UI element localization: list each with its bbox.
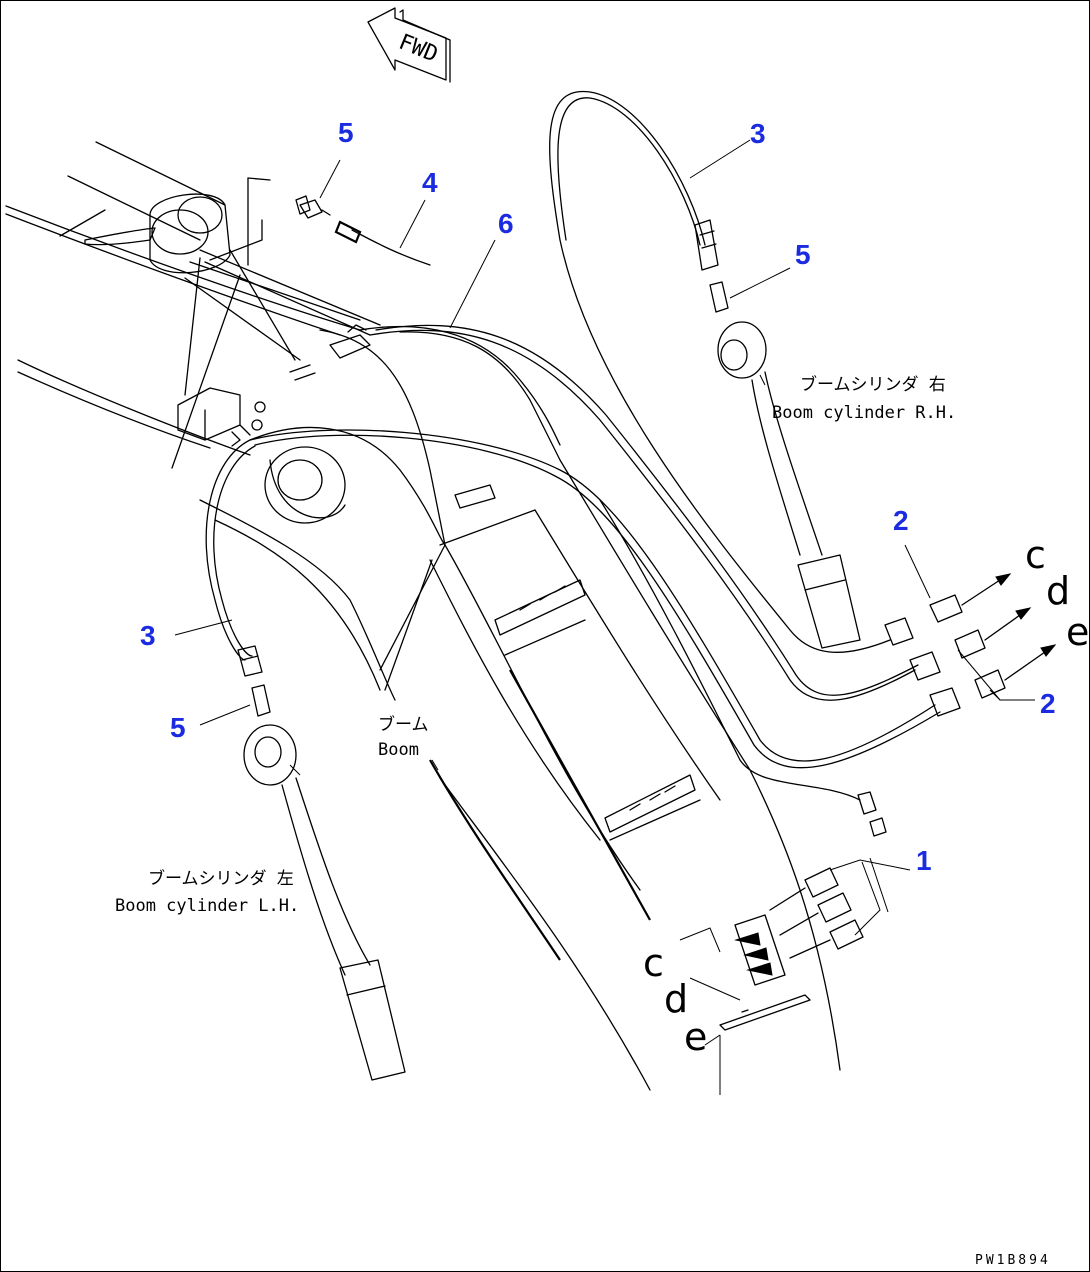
- boom-cylinder-lh-jp: ブームシリンダ 左: [148, 868, 294, 889]
- connection-letter-c-top: c: [1025, 533, 1046, 577]
- boom-en: Boom: [378, 740, 419, 760]
- text-labels: ブームシリンダ 右 Boom cylinder R.H. ブームシリンダ 左 B…: [115, 374, 1089, 1268]
- callout-2-top: 2: [893, 505, 909, 536]
- boom-structure: [5, 141, 841, 1095]
- callout-2-bottom: 2: [1040, 688, 1056, 719]
- connection-letter-c-bottom: c: [643, 941, 664, 985]
- callout-6: 6: [498, 208, 514, 239]
- leader-lines: [174, 139, 1035, 1046]
- callout-numbers: 5 4 6 3 5 2 2 3 5 1: [140, 117, 1056, 876]
- callout-1: 1: [916, 845, 932, 876]
- connector-group: [295, 195, 1057, 976]
- boom-cylinder-rh-en: Boom cylinder R.H.: [772, 403, 956, 423]
- callout-5-top: 5: [338, 117, 354, 148]
- boom-cylinder-rh-jp: ブームシリンダ 右: [800, 374, 946, 395]
- connection-letter-d-bottom: d: [664, 977, 688, 1021]
- callout-5-left: 5: [170, 712, 186, 743]
- callout-3-left: 3: [140, 620, 156, 651]
- callout-5-right: 5: [795, 239, 811, 270]
- drawing-code: PW1B894: [975, 1253, 1051, 1268]
- connection-letter-d-top: d: [1046, 569, 1070, 613]
- fwd-direction-arrow: FWD: [367, 7, 451, 83]
- callout-4: 4: [422, 167, 438, 198]
- boom-cylinder-lh-en: Boom cylinder L.H.: [115, 896, 299, 916]
- boom-jp: ブーム: [378, 714, 429, 735]
- hose-group: [205, 90, 961, 1081]
- connection-letter-e-bottom: e: [684, 1015, 707, 1059]
- callout-3-top: 3: [750, 118, 766, 149]
- connection-letter-e-top: e: [1066, 610, 1089, 654]
